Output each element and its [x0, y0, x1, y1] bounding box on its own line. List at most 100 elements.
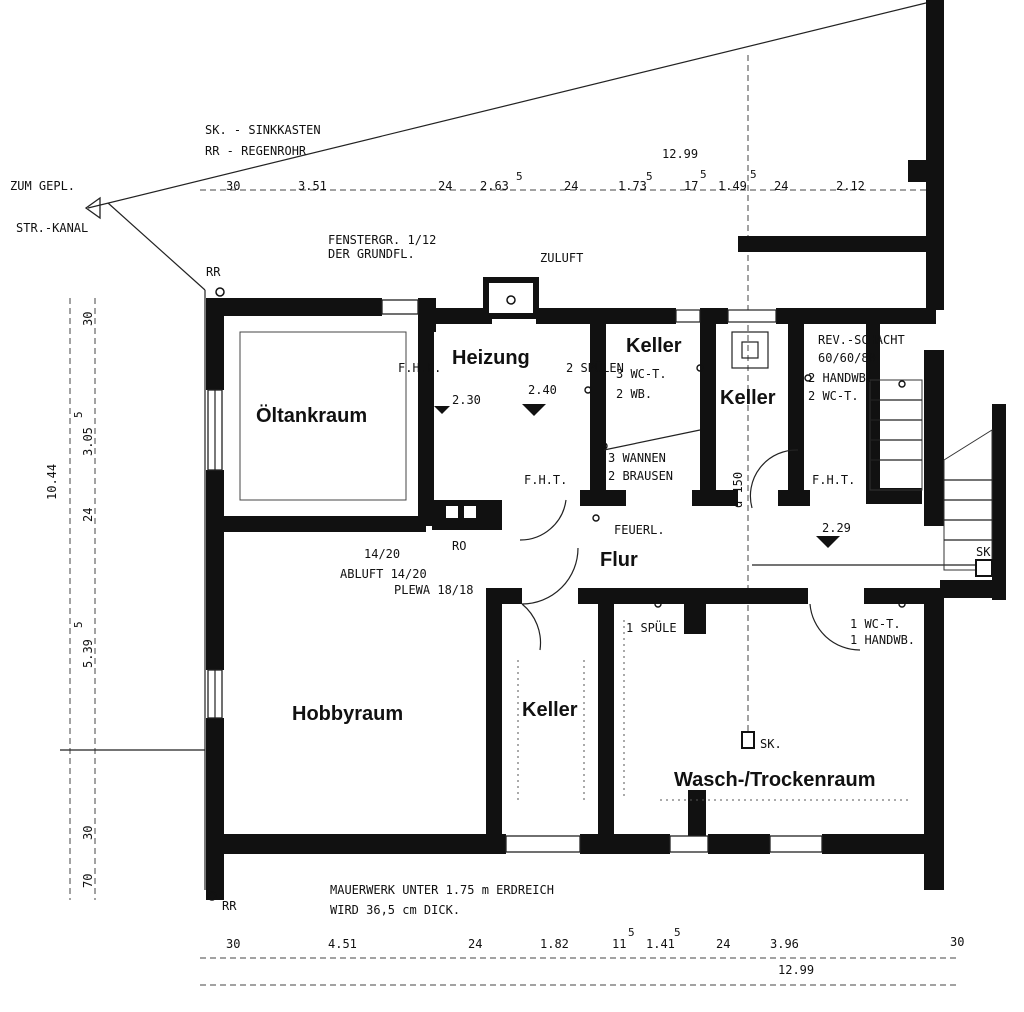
note-ro: RO — [452, 539, 466, 553]
dim-bottom-3: 24 — [468, 937, 482, 951]
note-rr-bottom: RR — [222, 899, 237, 913]
room-keller-bottom: Keller — [522, 699, 578, 721]
dimensions-left: 10.44 30 3.05 5 24 5.39 5 30 70 — [45, 312, 95, 888]
dim-left-total: 10.44 — [45, 464, 59, 500]
dim-left-6: 70 — [81, 874, 95, 888]
dim-left-4-sup: 5 — [72, 621, 85, 628]
dim-bottom-5: 11 — [612, 937, 626, 951]
legend-str-kanal: STR.-KANAL — [16, 221, 88, 235]
room-hobbyraum: Hobbyraum — [292, 703, 403, 725]
dimensions-top: 12.99 30 3.51 24 2.63 5 24 1.73 5 17 5 1… — [226, 147, 865, 193]
note-wct-3: 3 WC-T. — [616, 367, 667, 381]
legend-regenrohr: RR - REGENROHR — [205, 144, 307, 158]
sinkkasten-icon — [741, 731, 755, 749]
room-wasch-trockenraum: Wasch-/Trockenraum — [674, 769, 876, 791]
dimension-lines — [60, 189, 960, 986]
note-level-240: 2.40 — [528, 383, 557, 397]
note-abluft-2: ABLUFT 14/20 — [340, 567, 427, 581]
downpipe-icon — [215, 287, 225, 297]
dim-top-total: 12.99 — [662, 147, 698, 161]
legend-grundfl: DER GRUNDFL. — [328, 247, 415, 261]
dim-bottom-9: 30 — [950, 935, 964, 949]
dim-bottom-2: 4.51 — [328, 937, 357, 951]
dim-bottom-6-sup: 5 — [674, 926, 681, 939]
dim-left-3: 24 — [81, 508, 95, 522]
drain-arrow-icon — [84, 196, 101, 220]
legend-sinkkasten: SK. - SINKKASTEN — [205, 123, 321, 137]
dim-top-7: 17 — [684, 179, 698, 193]
dim-left-2: 3.05 — [81, 427, 95, 456]
dim-left-2-sup: 5 — [72, 411, 85, 418]
note-spuele-1: 1 SPÜLE — [626, 619, 677, 635]
note-fht-right: F.H.T. — [812, 473, 855, 487]
site-lines — [84, 1, 931, 890]
dim-top-7-sup: 5 — [700, 168, 707, 181]
note-handwb-2: 2 HANDWB. — [808, 371, 873, 385]
note-wb-2: 2 WB. — [616, 387, 652, 401]
note-mauerwerk-1: MAUERWERK UNTER 1.75 m ERDREICH — [330, 883, 554, 897]
dim-bottom-7: 24 — [716, 937, 730, 951]
dim-left-1: 30 — [81, 312, 95, 326]
note-wannen: 3 WANNEN — [608, 451, 666, 465]
legend-zuluft: ZULUFT — [540, 251, 583, 265]
dim-top-4: 2.63 — [480, 179, 509, 193]
level-marker-icon — [522, 404, 546, 416]
dim-bottom-6: 1.41 — [646, 937, 675, 951]
note-sk-mid: SK. — [760, 737, 782, 751]
annotations: RR RR F.H.E. 2 SPÜLEN 3 WC-T. 2 WB. 3 WA… — [206, 265, 991, 917]
dimensions-bottom: 30 4.51 24 1.82 11 5 1.41 5 24 3.96 30 1… — [226, 926, 964, 977]
dim-top-1: 30 — [226, 179, 240, 193]
room-flur: Flur — [600, 549, 638, 571]
dim-top-4-sup: 5 — [516, 170, 523, 183]
dim-top-6-sup: 5 — [646, 170, 653, 183]
dim-top-10: 2.12 — [836, 179, 865, 193]
room-keller-top: Keller — [626, 335, 682, 357]
sinkkasten-icon — [975, 559, 993, 577]
dim-top-6: 1.73 — [618, 179, 647, 193]
note-d150: d 150 — [731, 472, 745, 508]
dim-bottom-total: 12.99 — [778, 963, 814, 977]
note-handwb-1: 1 HANDWB. — [850, 633, 915, 647]
note-level-230: 2.30 — [452, 393, 481, 407]
dim-left-5: 30 — [81, 826, 95, 840]
dim-bottom-4: 1.82 — [540, 937, 569, 951]
note-rev-dims: 60/60/80 — [818, 351, 876, 365]
note-rev-schacht: REV.-SCHACHT — [818, 333, 905, 347]
room-oeltankraum: Öltankraum — [256, 404, 367, 427]
level-marker-icon — [434, 406, 450, 414]
walls — [206, 0, 1006, 900]
windows — [207, 277, 993, 901]
dim-bottom-8: 3.96 — [770, 937, 799, 951]
note-plewa: PLEWA 18/18 — [394, 583, 473, 597]
note-brausen: 2 BRAUSEN — [608, 469, 673, 483]
note-abluft-1: 14/20 — [364, 547, 400, 561]
note-fht-left: F.H.T. — [524, 473, 567, 487]
room-keller-mid: Keller — [720, 387, 776, 409]
note-mauerwerk-2: WIRD 36,5 cm DICK. — [330, 903, 460, 917]
note-spuelen: 2 SPÜLEN — [566, 359, 624, 375]
dim-bottom-1: 30 — [226, 937, 240, 951]
legend: SK. - SINKKASTEN RR - REGENROHR ZUM GEPL… — [10, 123, 583, 265]
dim-left-4: 5.39 — [81, 639, 95, 668]
note-wct-1: 1 WC-T. — [850, 617, 901, 631]
note-sk-right: SK — [976, 545, 991, 559]
dim-top-9: 24 — [774, 179, 788, 193]
note-level-229: 2.29 — [822, 521, 851, 535]
dim-top-3: 24 — [438, 179, 452, 193]
room-labels: Öltankraum Heizung Keller Keller Flur Ho… — [256, 335, 876, 791]
dim-bottom-5-sup: 5 — [628, 926, 635, 939]
dim-top-2: 3.51 — [298, 179, 327, 193]
legend-zum-gepl: ZUM GEPL. — [10, 179, 75, 193]
note-rr-top: RR — [206, 265, 221, 279]
dim-top-8: 1.49 — [718, 179, 747, 193]
room-heizung: Heizung — [452, 347, 530, 369]
note-fhe: F.H.E. — [398, 361, 441, 375]
dim-top-5: 24 — [564, 179, 578, 193]
downpipe-icon — [207, 891, 217, 901]
note-wct-2: 2 WC-T. — [808, 389, 859, 403]
note-feuerl: FEUERL. — [614, 523, 665, 537]
level-marker-icon — [816, 536, 840, 548]
legend-fenstergr: FENSTERGR. 1/12 — [328, 233, 436, 247]
dim-top-8-sup: 5 — [750, 168, 757, 181]
